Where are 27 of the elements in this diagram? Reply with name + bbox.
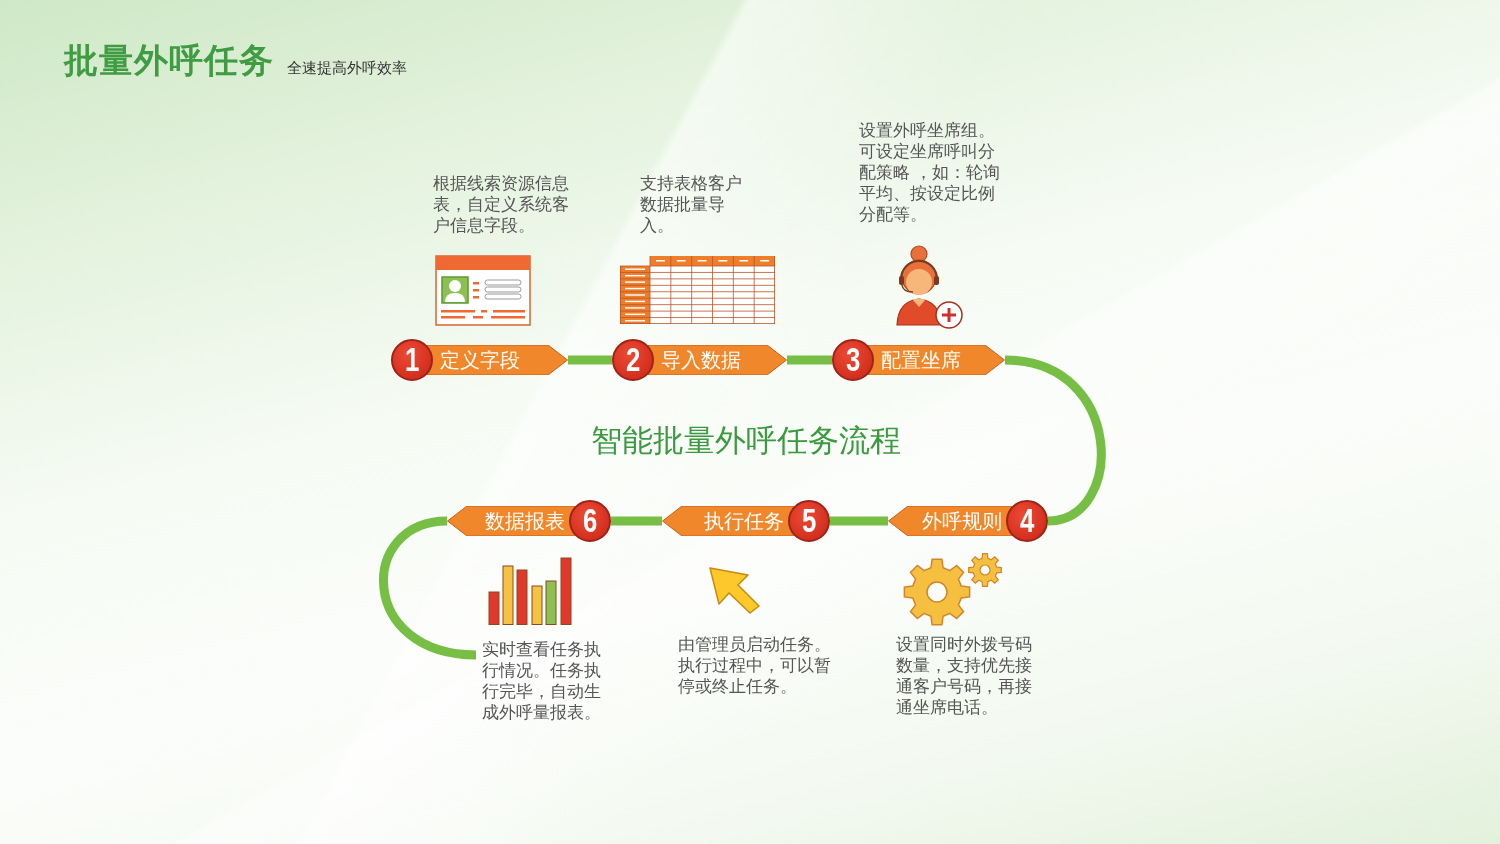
step-arrow-banner: 定义字段 — [427, 345, 568, 375]
step-description: 设置外呼坐席组。可设定坐席呼叫分配策略 ，如：轮询平均、按设定比例分配等。 — [859, 120, 1001, 225]
step-number: 5 — [788, 500, 830, 542]
connector-line — [830, 516, 888, 526]
step-number: 3 — [832, 339, 874, 381]
step-arrow-banner: 数据报表 — [447, 506, 575, 536]
subtitle: 全速提高外呼效率 — [287, 59, 407, 77]
connector-line — [787, 355, 832, 365]
connector-line — [568, 355, 612, 365]
step-description: 设置同时外拨号码数量，支持优先接通客户号码，再接通坐席电话。 — [896, 634, 1033, 718]
step-arrow-banner: 执行任务 — [662, 506, 794, 536]
step-description: 由管理员启动任务。执行过程中，可以暂停或终止任务。 — [678, 634, 832, 697]
step-arrow-banner: 外呼规则 — [888, 506, 1012, 536]
step-number: 1 — [391, 339, 433, 381]
step-arrow-banner: 配置坐席 — [868, 345, 1005, 375]
step-description: 实时查看任务执行情况。任务执行完毕，自动生成外呼量报表。 — [476, 639, 607, 723]
page-title: 批量外呼任务 — [64, 40, 274, 80]
step-number: 6 — [569, 500, 611, 542]
step-description: 支持表格客户数据批量导入。 — [640, 173, 743, 236]
step-number: 4 — [1006, 500, 1048, 542]
step-number: 2 — [612, 339, 654, 381]
step-arrow-banner: 导入数据 — [648, 345, 787, 375]
connector-line — [1004, 355, 1106, 526]
connector-line — [379, 516, 477, 660]
flow-heading: 智能批量外呼任务流程 — [591, 422, 901, 460]
step-description: 根据线索资源信息表，自定义系统客户信息字段。 — [433, 173, 570, 236]
connector-line — [611, 516, 662, 526]
